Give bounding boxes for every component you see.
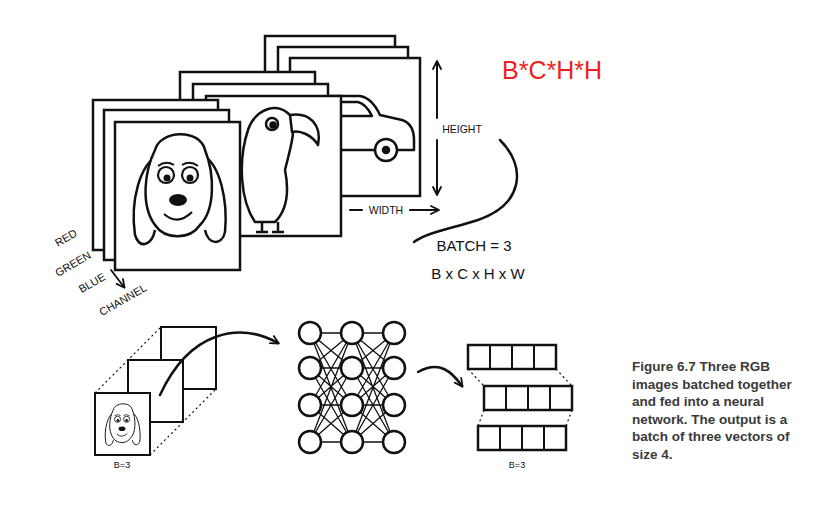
channel-label: GREEN <box>53 249 93 280</box>
neuron <box>299 322 321 344</box>
annotation: B*C*H*H <box>502 56 602 85</box>
neuron <box>299 431 321 453</box>
car-drawing <box>383 147 389 153</box>
shape-label: B x C x H x W <box>431 265 524 282</box>
bird-drawing <box>290 115 319 145</box>
neuron <box>299 357 321 379</box>
neuron <box>383 431 405 453</box>
output-vector <box>500 426 544 450</box>
batch-label: BATCH = 3 <box>436 237 511 254</box>
neuron <box>341 357 363 379</box>
flow-arrow <box>418 367 462 386</box>
output-vector <box>490 345 534 369</box>
batch-size-label: B=3 <box>509 460 525 470</box>
image-frame-stack <box>93 100 240 270</box>
bird-drawing <box>271 123 276 128</box>
output-vector <box>484 386 572 410</box>
neuron <box>341 394 363 416</box>
neuron <box>299 322 405 453</box>
image-frame-stack <box>115 122 240 270</box>
channel-arrow <box>111 270 124 287</box>
channel-label: RED <box>53 227 79 250</box>
bird-drawing <box>242 108 319 232</box>
dimension-label: HEIGHT <box>442 123 482 135</box>
neuron <box>299 394 321 416</box>
neuron <box>383 357 405 379</box>
output-vector <box>506 386 550 410</box>
neuron <box>383 322 405 344</box>
bird-drawing <box>242 108 293 222</box>
bird-drawing <box>256 222 284 232</box>
flow-arrow <box>160 333 278 395</box>
car-drawing <box>375 139 397 161</box>
neuron <box>383 394 405 416</box>
batch-size-label: B=3 <box>114 460 130 470</box>
dog-drawing <box>134 134 226 244</box>
dimension-arrow <box>436 62 438 118</box>
perspective-guide <box>468 369 572 426</box>
output-vector <box>468 345 556 369</box>
output-vector <box>478 426 566 450</box>
image-frame-stack <box>95 393 150 455</box>
dimension-arrow <box>410 209 438 211</box>
network-connection <box>352 333 394 442</box>
dimension-label: WIDTH <box>369 204 403 216</box>
neuron <box>341 322 363 344</box>
network-connection <box>310 333 352 442</box>
figure-caption: Figure 6.7 Three RGB images batched toge… <box>632 358 814 463</box>
dimension-arrow <box>350 209 362 211</box>
neuron <box>341 431 363 453</box>
channel-arrow <box>111 270 124 287</box>
network-connection <box>310 333 394 442</box>
output-vector <box>468 345 572 450</box>
dog-thumbnail <box>105 404 140 446</box>
channel-label: BLUE <box>76 270 107 295</box>
dimension-arrow <box>350 62 438 210</box>
bird-drawing <box>266 118 278 130</box>
car-drawing <box>340 102 372 116</box>
perspective-guide <box>468 369 572 426</box>
callout-curve <box>414 140 517 242</box>
dimension-arrow <box>436 140 438 194</box>
callout-curve <box>414 140 517 242</box>
